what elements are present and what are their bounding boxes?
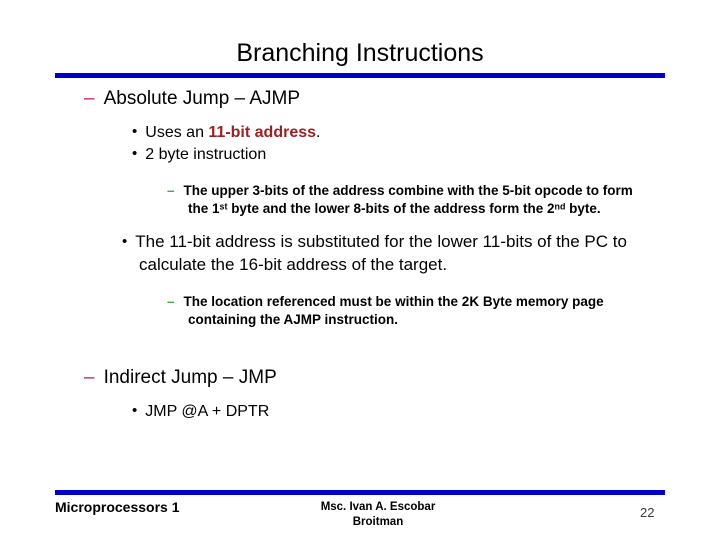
dot-bullet-icon: • <box>132 123 138 140</box>
bullet-level2-label: 2 byte instruction <box>145 146 267 163</box>
bullet-level1-absolute-jump: –Absolute Jump – AJMP <box>0 86 720 111</box>
bullet-level2-uses-address: • Uses an 11-bit address. <box>0 121 720 143</box>
footer-divider-rule <box>55 490 665 495</box>
dot-bullet-icon: • <box>122 233 128 250</box>
superscript-st: st <box>219 201 228 212</box>
footer-page-number: 22 <box>640 505 655 520</box>
bullet-level2-address-substitution: • The 11-bit address is substituted for t… <box>0 230 720 276</box>
footer-author-line1: Msc. Ivan A. Escobar <box>320 501 436 513</box>
bullet-level2-label: The 11-bit address is substituted for th… <box>135 232 627 274</box>
footer-author-line2: Broitman <box>352 516 404 528</box>
bullet-level1-label: Indirect Jump – JMP <box>103 367 277 388</box>
highlight-11-bit-address: 11-bit address <box>208 124 317 141</box>
footer-course-label: Microprocessors 1 <box>55 499 180 515</box>
bullet-level1-label: Absolute Jump – AJMP <box>103 88 301 109</box>
bullet-level2-prefix: Uses an <box>145 124 209 141</box>
dash3-bullet-icon: – <box>167 294 175 309</box>
bullet-level3-part3: byte. <box>565 201 601 216</box>
bullet-level2-suffix: . <box>316 124 321 141</box>
dot-bullet-icon: • <box>132 145 138 162</box>
bullet-level2-jmp-instruction: • JMP @A + DPTR <box>0 400 720 422</box>
bullet-level3-part1: The upper 3-bits of the address combine … <box>183 183 633 216</box>
dash-bullet-icon: – <box>84 367 95 388</box>
superscript-nd: nd <box>554 201 566 212</box>
bullet-level3-label: The location referenced must be within t… <box>183 294 604 327</box>
dash-bullet-icon: – <box>84 88 95 109</box>
bullet-level2-label: JMP @A + DPTR <box>145 403 270 420</box>
bullet-level3-part2: byte and the lower 8-bits of the address… <box>227 201 555 216</box>
page-title: Branching Instructions <box>236 39 484 67</box>
footer-author: Msc. Ivan A. Escobar Broitman <box>250 500 506 530</box>
slide-body: –Absolute Jump – AJMP •Uses an 11-bit ad… <box>0 86 720 422</box>
dot-bullet-icon: • <box>132 402 138 419</box>
bullet-level3-memory-page-detail: –The location referenced must be within … <box>0 293 720 329</box>
bullet-level3-opcode-detail: –The upper 3-bits of the address combine… <box>0 182 720 218</box>
bullet-level2-two-byte-instruction: • 2 byte instruction <box>0 143 720 165</box>
bullet-level1-indirect-jump: –Indirect Jump – JMP <box>0 365 720 390</box>
dash3-bullet-icon: – <box>167 183 175 198</box>
title-divider-rule <box>55 73 665 78</box>
